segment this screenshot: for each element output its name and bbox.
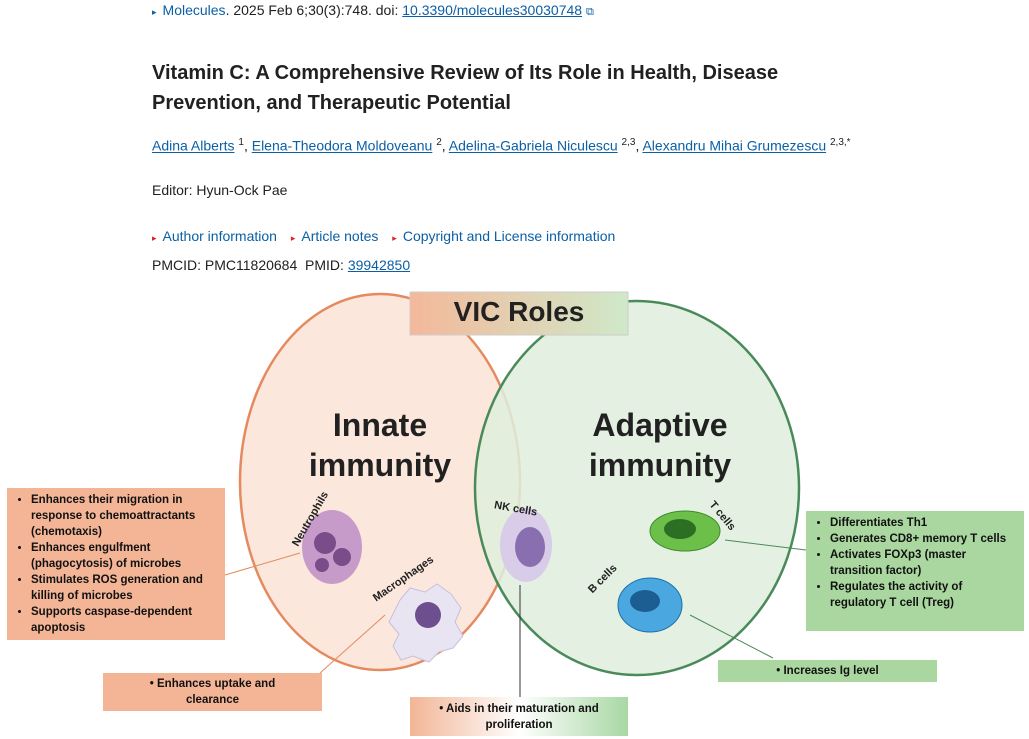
toggle-article-notes[interactable]: Article notes [301, 228, 379, 244]
triangle-icon: ▸ [392, 233, 397, 243]
effect-item: Differentiates Th1 [830, 515, 1020, 531]
citation-details: . 2025 Feb 6;30(3):748. doi: [225, 2, 403, 18]
effect-item: Regulates the activity of regulatory T c… [830, 579, 1020, 611]
nk-effects-box: • Aids in their maturation and prolifera… [410, 697, 628, 736]
figure[interactable]: VIC Roles Innate immunity Adaptive immun… [0, 285, 1029, 739]
affiliation: 2,3 [621, 137, 636, 148]
affiliation: 2,3,* [830, 137, 851, 148]
effect-item: Aids in their maturation and proliferati… [446, 703, 599, 731]
triangle-icon: ▸ [152, 233, 157, 243]
effect-item: Increases Ig level [783, 665, 879, 677]
article-title: Vitamin C: A Comprehensive Review of Its… [152, 62, 779, 114]
pmid-link[interactable]: 39942850 [347, 257, 411, 273]
figure-title: VIC Roles [453, 296, 585, 327]
effect-item: Activates FOXp3 (master transition facto… [830, 547, 1020, 579]
effect-item: Enhances their migration in response to … [31, 492, 221, 540]
effect-item: Enhances uptake and clearance [157, 678, 276, 706]
author-link[interactable]: Adina Alberts [152, 137, 235, 154]
affiliation: 1 [238, 137, 244, 148]
effect-item: Supports caspase-dependent apoptosis [31, 604, 221, 636]
doi-link[interactable]: 10.3390/molecules30030748 [402, 2, 583, 18]
toggle-author-information[interactable]: Author information [162, 228, 277, 244]
effect-item: Generates CD8+ memory T cells [830, 531, 1020, 547]
adaptive-circle [473, 299, 801, 677]
pmcid: PMCID: PMC11820684 [152, 257, 298, 273]
innate-label: Innate immunity [308, 407, 452, 483]
citation: ▸ Molecules. 2025 Feb 6;30(3):748. doi: 1… [152, 2, 594, 19]
external-link-icon: ⧉ [585, 6, 594, 18]
id-row: PMCID: PMC11820684 PMID: 39942850 [152, 257, 410, 273]
toggle-copyright[interactable]: Copyright and License information [402, 228, 616, 244]
title-box [409, 291, 629, 336]
author-link[interactable]: Adelina-Gabriela Niculescu [448, 137, 618, 154]
editor: Editor: Hyun-Ock Pae [152, 182, 288, 198]
pmid-label: PMID: [305, 257, 344, 273]
effect-item: Stimulates ROS generation and killing of… [31, 572, 221, 604]
neutrophil-effects-box: Enhances their migration in response to … [7, 488, 225, 640]
toggle-row: ▸ Author information ▸ Article notes ▸ Copy… [152, 228, 615, 244]
triangle-icon: ▸ [290, 233, 296, 243]
venn-diagram [224, 291, 807, 697]
b-cell-effects-box: • Increases Ig level [718, 660, 937, 682]
triangle-icon: ▸ [152, 7, 157, 17]
author-link[interactable]: Alexandru Mihai Grumezescu [642, 137, 827, 154]
affiliation: 2 [436, 137, 442, 148]
author-list: Adina Alberts 1, Elena-Theodora Moldovea… [152, 137, 851, 154]
author-link[interactable]: Elena-Theodora Moldoveanu [251, 137, 433, 154]
journal-link[interactable]: Molecules [162, 2, 226, 18]
t-cell-effects-box: Differentiates Th1Generates CD8+ memory … [806, 511, 1024, 631]
adaptive-label: Adaptive immunity [588, 407, 732, 483]
macrophage-effects-box: • Enhances uptake and clearance [103, 673, 322, 711]
effect-item: Enhances engulfment (phagocytosis) of mi… [31, 540, 221, 572]
